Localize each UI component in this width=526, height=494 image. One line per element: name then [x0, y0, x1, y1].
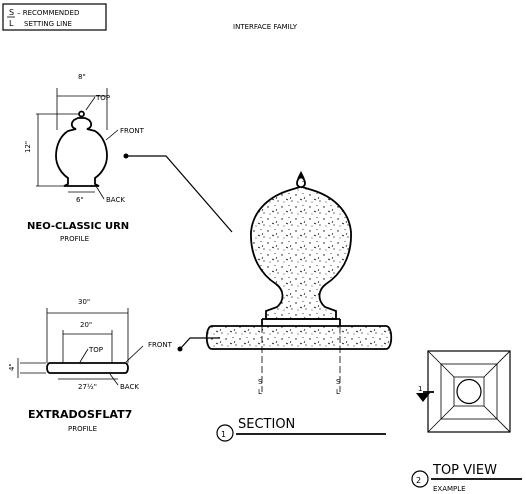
urn-label-front: FRONT: [120, 127, 145, 135]
flat-subtitle: PROFILE: [68, 425, 97, 433]
flat-label-top: TOP: [88, 346, 103, 354]
legend-line1: – RECOMMENDED: [17, 9, 79, 17]
urn-dim-height: 12": [24, 141, 32, 153]
section-elevation: S L S L: [205, 170, 393, 396]
section-number: 1: [221, 430, 226, 439]
flat-dim-base: 27½": [78, 383, 97, 391]
urn-subtitle: PROFILE: [60, 235, 89, 243]
section-sl-left-bottom: L: [258, 388, 262, 396]
flat-label-back: BACK: [120, 383, 139, 391]
header-title: INTERFACE FAMILY: [233, 23, 298, 31]
section-title: SECTION: [238, 417, 295, 432]
urn-callout-leader: [126, 155, 233, 233]
urn-dim-base: 6": [76, 196, 84, 204]
flat-dim-outer: 30": [78, 298, 90, 306]
flat-dim-inner: 20": [80, 321, 92, 329]
flat-label-front: FRONT: [148, 341, 173, 349]
legend-symbol-bottom: L: [9, 19, 14, 28]
top-view-number: 2: [416, 476, 421, 485]
urn-dim-width: 8": [78, 73, 86, 81]
top-view-subtitle: EXAMPLE: [433, 485, 466, 493]
urn-profile-drawing: 8" 12" 6" TOP FRONT BACK NEO-CLASSIC URN…: [24, 73, 145, 243]
section-sl-right-bottom: L: [336, 388, 340, 396]
urn-label-back: BACK: [106, 196, 125, 204]
top-view-title-block: 2 TOP VIEW EXAMPLE: [411, 463, 522, 493]
legend-line2: SETTING LINE: [24, 20, 72, 28]
flat-dim-thickness: 4": [8, 363, 16, 371]
section-title-block: 1 SECTION: [216, 417, 386, 442]
section-sl-right-top: S: [336, 378, 341, 386]
legend-symbol-top: S: [9, 8, 14, 17]
top-view-drawing: 1: [416, 350, 511, 433]
urn-title: NEO-CLASSIC URN: [27, 221, 129, 232]
section-sl-left-top: S: [258, 378, 263, 386]
top-view-title: TOP VIEW: [432, 463, 497, 478]
urn-label-top: TOP: [95, 94, 110, 102]
setting-line-legend: S L – RECOMMENDED SETTING LINE: [2, 3, 107, 31]
flat-profile-drawing: 30" 20" 4" 27½" TOP FRONT BACK EXTRADOSF…: [8, 298, 173, 433]
flat-title: EXTRADOSFLAT7: [28, 408, 132, 421]
top-view-marker: 1: [418, 385, 422, 393]
